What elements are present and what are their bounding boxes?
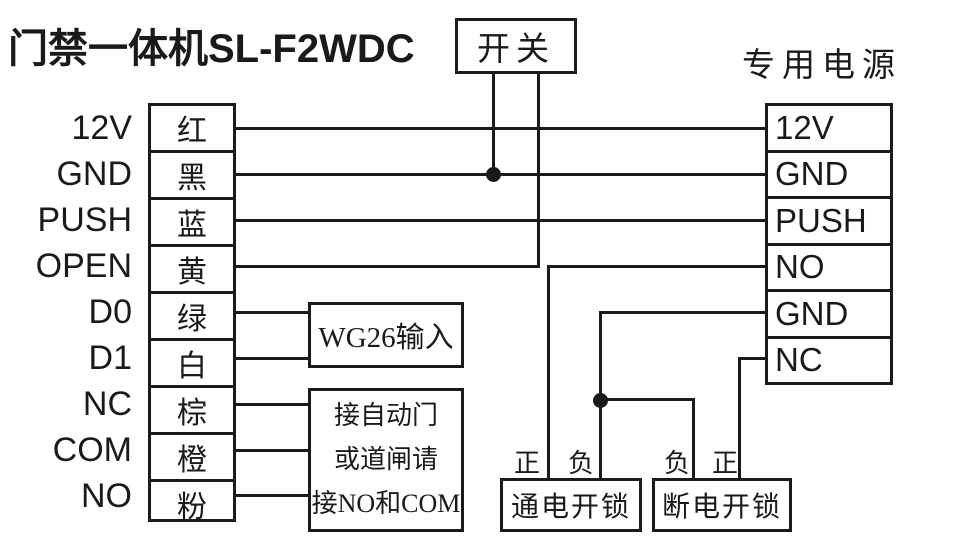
wire-12v xyxy=(236,127,765,130)
switch-lead-gnd xyxy=(492,72,495,176)
power-terminal-push: PUSH xyxy=(768,199,890,246)
auto-door-line-2: 或道闸请 xyxy=(333,444,438,474)
wire-color-green: 绿 xyxy=(151,294,233,341)
wire-com xyxy=(236,449,312,452)
power-terminal-gnd2: GND xyxy=(768,292,890,339)
power-supply-title: 专用电源 xyxy=(742,48,902,84)
wire-open xyxy=(236,265,540,268)
auto-door-note-box: 接自动门 或道闸请 接NO和COM xyxy=(308,388,464,532)
switch-label: 开关 xyxy=(477,32,555,68)
wire-color-white: 白 xyxy=(151,341,233,388)
wg26-label: WG26输入 xyxy=(318,322,454,354)
power-terminal-gnd: GND xyxy=(768,153,890,199)
device-terminal-com: COM xyxy=(52,430,132,469)
device-wire-color-block: 红 黑 蓝 黄 绿 白 棕 橙 粉 xyxy=(148,103,236,524)
power-terminal-12v: 12V xyxy=(768,106,890,153)
wire-nc xyxy=(236,403,312,406)
diagram-title: 门禁一体机SL-F2WDC xyxy=(8,27,415,71)
device-terminal-labels: 12V GND PUSH OPEN D0 D1 NC COM NO xyxy=(0,103,140,522)
polarity-positive-lock1: 正 xyxy=(513,449,540,478)
wire-color-brown: 棕 xyxy=(151,388,233,435)
lock-box-power-off-unlock: 断电开锁 xyxy=(652,478,792,532)
lock-box-power-on-unlock: 通电开锁 xyxy=(500,478,642,532)
wire-color-yellow: 黄 xyxy=(151,247,233,294)
wire-ps-no-v xyxy=(547,265,550,480)
device-terminal-no: NO xyxy=(81,476,132,515)
device-terminal-d1: D1 xyxy=(88,338,132,377)
polarity-positive-lock2: 正 xyxy=(711,449,738,478)
wire-no xyxy=(236,494,312,497)
device-terminal-open: OPEN xyxy=(35,247,132,286)
junction-dot-gnd xyxy=(486,167,501,182)
wire-color-red: 红 xyxy=(151,106,233,153)
wire-d1 xyxy=(236,357,312,360)
switch-box: 开关 xyxy=(455,18,577,74)
wire-d0 xyxy=(236,311,312,314)
wire-ps-no-h xyxy=(547,265,765,268)
wire-ps-nc-h xyxy=(738,357,765,360)
device-terminal-gnd: GND xyxy=(56,155,132,194)
lock-label-power-off: 断电开锁 xyxy=(661,492,782,523)
auto-door-line-3: 接NO和COM xyxy=(311,489,461,519)
wire-color-black: 黑 xyxy=(151,153,233,200)
device-terminal-nc: NC xyxy=(82,384,132,423)
wire-color-blue: 蓝 xyxy=(151,200,233,247)
device-terminal-push: PUSH xyxy=(37,201,132,240)
wire-ps-gnd-h xyxy=(599,311,765,314)
wire-push xyxy=(236,219,765,222)
wire-color-pink: 粉 xyxy=(177,491,207,524)
polarity-negative-lock2: 负 xyxy=(663,449,690,478)
power-terminal-block: 12V GND PUSH NO GND NC xyxy=(765,103,893,385)
power-terminal-no: NO xyxy=(768,246,890,292)
auto-door-line-1: 接自动门 xyxy=(333,400,438,430)
wire-ps-nc-v xyxy=(738,357,741,480)
wg26-input-box: WG26输入 xyxy=(308,302,464,368)
polarity-negative-lock1: 负 xyxy=(567,449,594,478)
switch-lead-open xyxy=(537,72,540,268)
device-terminal-d0: D0 xyxy=(88,293,132,331)
wire-gnd-branch-v xyxy=(692,398,695,480)
device-terminal-12v: 12V xyxy=(71,109,133,148)
wire-gnd-branch-h xyxy=(599,398,695,401)
power-terminal-nc: NC xyxy=(775,341,823,379)
lock-label-power-on: 通电开锁 xyxy=(510,492,631,523)
wire-color-orange: 橙 xyxy=(151,435,233,482)
